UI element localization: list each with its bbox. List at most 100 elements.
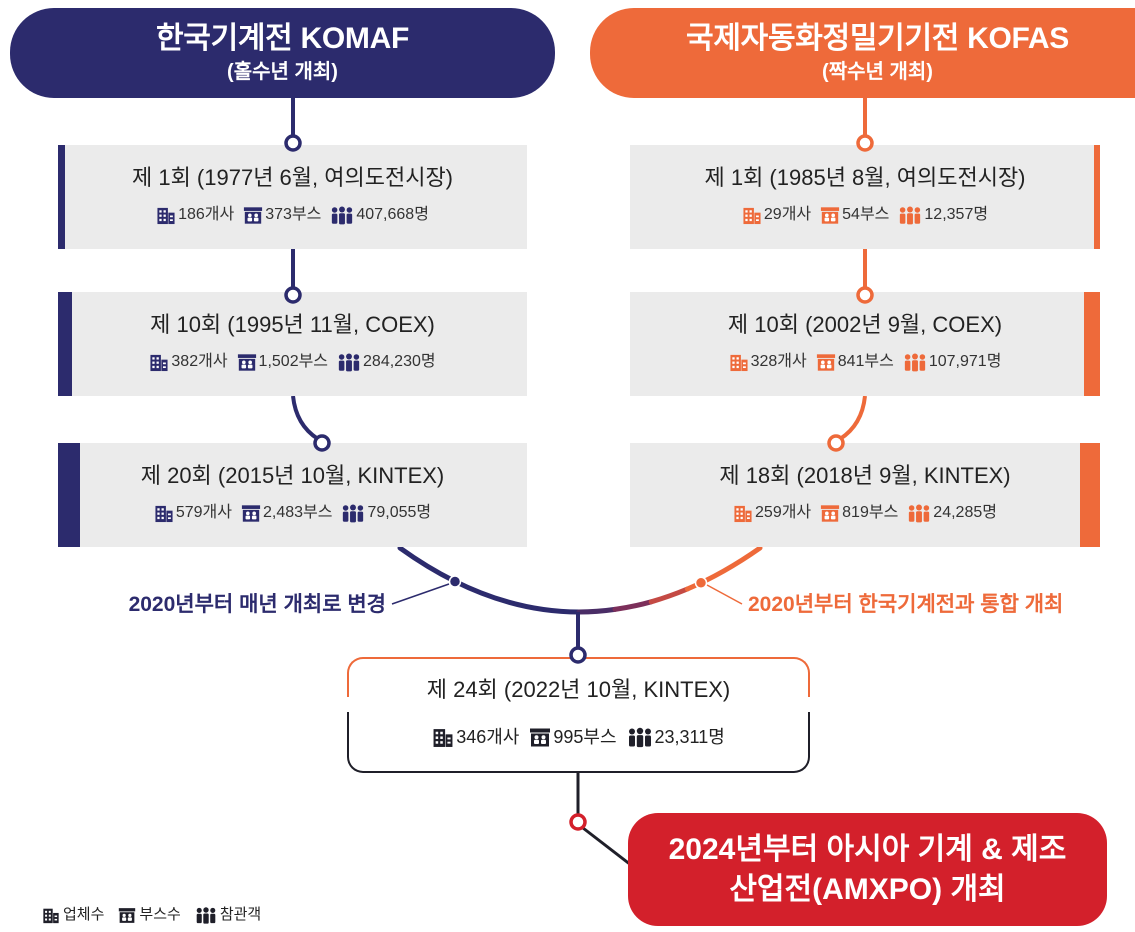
companies-stat: 29개사	[742, 204, 811, 226]
legend-visitors-label: 참관객	[219, 906, 262, 923]
merge-arc-segment	[612, 599, 654, 612]
merged-edition-title: 제 24회 (2022년 10월, KINTEX)	[426, 677, 731, 702]
building-icon	[729, 353, 749, 372]
komaf-subtitle: (홀수년 개최)	[227, 61, 338, 83]
komaf-edition-card: 제 20회 (2015년 10월, KINTEX) 579개사 2,483부스 …	[58, 443, 527, 547]
change-note-leader-line	[391, 583, 450, 605]
visitors-stat: 23,311명	[627, 726, 725, 748]
booth-icon	[241, 504, 261, 523]
companies-stat: 328개사	[729, 351, 807, 373]
people-icon	[330, 206, 354, 225]
legend-companies-label: 업체수	[63, 906, 105, 923]
edition-stats: 29개사 54부스 12,357명	[630, 204, 1100, 226]
kofas-merge-note: 2020년부터 한국기계전과 통합 개최	[748, 593, 1064, 616]
booths-stat: 841부스	[816, 351, 894, 373]
booths-count: 373부스	[265, 206, 322, 223]
legend-companies: 업체수	[42, 905, 104, 925]
visitors-stat: 107,971명	[903, 351, 1002, 373]
companies-count: 259개사	[755, 504, 812, 521]
companies-stat: 259개사	[733, 502, 811, 524]
komaf-header: 한국기계전 KOMAF (홀수년 개최)	[10, 8, 555, 98]
merge-arc-segment	[648, 586, 690, 605]
legend-visitors: 참관객	[195, 905, 261, 925]
people-icon	[337, 353, 361, 372]
edition-stats: 382개사 1,502부스 284,230명	[58, 351, 527, 373]
booth-icon	[816, 353, 836, 372]
merge-note-leader-line	[706, 584, 743, 605]
companies-count: 186개사	[178, 206, 235, 223]
visitors-stat: 12,357명	[898, 204, 988, 226]
edition-stats: 328개사 841부스 107,971명	[630, 351, 1100, 373]
people-icon	[195, 907, 217, 924]
booth-icon	[237, 353, 257, 372]
companies-count: 29개사	[763, 206, 812, 223]
booths-count: 54부스	[842, 206, 890, 223]
booths-count: 2,483부스	[262, 504, 333, 521]
companies-count: 328개사	[750, 353, 807, 370]
legend: 업체수 부스수 참관객	[42, 905, 261, 925]
komaf-edition-card: 제 10회 (1995년 11월, COEX) 382개사 1,502부스 28…	[58, 292, 527, 396]
booths-count: 995부스	[553, 727, 617, 747]
booths-stat: 1,502부스	[237, 351, 328, 373]
merged-edition-stats: 346개사 995부스 23,311명	[347, 726, 810, 748]
booths-stat: 2,483부스	[241, 502, 332, 524]
kofas-edition-card: 제 1회 (1985년 8월, 여의도전시장) 29개사 54부스 12,357…	[630, 145, 1100, 249]
visitors-count: 107,971명	[928, 353, 1002, 370]
kofas-header: 국제자동화정밀기기전 KOFAS (짝수년 개최)	[590, 8, 1135, 98]
komaf-change-note: 2020년부터 매년 개최로 변경	[128, 593, 386, 616]
amxpo-banner: 2024년부터 아시아 기계 & 제조 산업전(AMXPO) 개최	[628, 813, 1107, 926]
building-icon	[149, 353, 169, 372]
visitors-count: 79,055명	[367, 504, 432, 521]
booths-stat: 373부스	[243, 204, 321, 226]
companies-stat: 186개사	[156, 204, 234, 226]
merge-arc-left	[397, 545, 582, 615]
booth-icon	[820, 206, 840, 225]
edition-stats: 186개사 373부스 407,668명	[58, 204, 527, 226]
merged-edition-card: 제 24회 (2022년 10월, KINTEX) 346개사 995부스 23…	[347, 657, 810, 773]
booth-icon	[529, 727, 551, 748]
people-icon	[627, 727, 653, 748]
legend-booths-label: 부스수	[139, 906, 181, 923]
booth-icon	[820, 504, 840, 523]
booths-stat: 995부스	[529, 726, 617, 748]
kofas-edition-card: 제 10회 (2002년 9월, COEX) 328개사 841부스 107,9…	[630, 292, 1100, 396]
companies-count: 382개사	[171, 353, 228, 370]
people-icon	[907, 504, 931, 523]
komaf-title: 한국기계전 KOMAF	[155, 22, 409, 55]
edition-title: 제 1회 (1985년 8월, 여의도전시장)	[704, 165, 1026, 190]
visitors-count: 24,285명	[933, 504, 997, 521]
building-icon	[42, 907, 60, 924]
companies-count: 346개사	[456, 727, 520, 747]
visitors-stat: 79,055명	[341, 502, 431, 524]
visitors-stat: 24,285명	[907, 502, 997, 524]
booth-icon	[243, 206, 263, 225]
building-icon	[733, 504, 753, 523]
booths-count: 1,502부스	[258, 353, 329, 370]
visitors-stat: 284,230명	[337, 351, 436, 373]
amxpo-line-1: 2024년부터 아시아 기계 & 제조	[668, 832, 1067, 866]
edition-title: 제 18회 (2018년 9월, KINTEX)	[719, 463, 1011, 488]
companies-stat: 579개사	[154, 502, 232, 524]
merge-arc-right	[684, 545, 763, 592]
kofas-subtitle: (짝수년 개최)	[822, 61, 933, 83]
komaf-edition-card: 제 1회 (1977년 6월, 여의도전시장) 186개사 373부스 407,…	[58, 145, 527, 249]
visitors-count: 12,357명	[924, 206, 989, 223]
legend-booths: 부스수	[118, 905, 181, 925]
komaf-connector-curve	[291, 395, 320, 441]
companies-count: 579개사	[175, 504, 232, 521]
booths-count: 841부스	[837, 353, 894, 370]
building-icon	[742, 206, 762, 225]
edition-stats: 579개사 2,483부스 79,055명	[58, 502, 527, 524]
merge-arc-segment	[576, 606, 618, 615]
merged-frame-bottom	[347, 712, 810, 773]
visitors-stat: 407,668명	[330, 204, 429, 226]
kofas-title: 국제자동화정밀기기전 KOFAS	[686, 22, 1069, 55]
amxpo-line-2: 산업전(AMXPO) 개최	[729, 872, 1006, 906]
edition-title: 제 1회 (1977년 6월, 여의도전시장)	[131, 165, 454, 190]
booths-stat: 819부스	[820, 502, 898, 524]
building-icon	[154, 504, 174, 523]
people-icon	[898, 206, 922, 225]
edition-title: 제 20회 (2015년 10월, KINTEX)	[140, 463, 445, 488]
visitors-count: 407,668명	[356, 206, 429, 223]
